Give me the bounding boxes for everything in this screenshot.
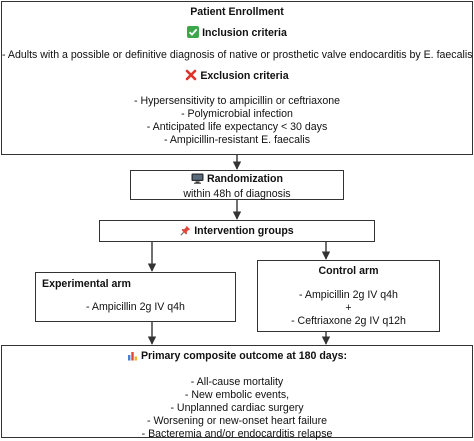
intervention-title: Intervention groups xyxy=(194,225,294,237)
enrollment-title: Patient Enrollment xyxy=(190,6,284,18)
inclusion-item: - Adults with a possible or definitive d… xyxy=(2,49,473,61)
outcome-item: - All-cause mortality xyxy=(190,376,284,388)
enrollment-box: Patient Enrollment Inclusion criteria - … xyxy=(1,1,473,155)
randomization-title: Randomization xyxy=(207,173,283,185)
bar-chart-icon xyxy=(126,350,138,365)
intervention-heading: Intervention groups xyxy=(100,225,374,240)
experimental-arm-title: Experimental arm xyxy=(42,278,131,290)
check-mark-icon xyxy=(187,26,200,42)
inclusion-heading: Inclusion criteria xyxy=(2,26,472,42)
control-arm-item: - Ceftriaxone 2g IV q12h xyxy=(291,315,406,327)
exclusion-title: Exclusion criteria xyxy=(200,70,289,82)
outcome-item: - New embolic events, xyxy=(184,389,290,401)
pushpin-icon xyxy=(180,225,191,240)
outcome-item: - Bacteremia and/or endocarditis relapse xyxy=(141,428,333,440)
exclusion-item: - Anticipated life expectancy < 30 days xyxy=(146,121,328,133)
exclusion-item: - Polymicrobial infection xyxy=(181,108,293,120)
intervention-box: Intervention groups xyxy=(99,220,375,242)
exclusion-item: - Hypersensitivity to ampicillin or ceft… xyxy=(133,95,341,107)
outcome-box: Primary composite outcome at 180 days: -… xyxy=(1,345,473,440)
randomization-heading: Randomization xyxy=(131,173,343,188)
exclusion-item: - Ampicillin-resistant E. faecalis xyxy=(163,134,310,146)
outcome-title: Primary composite outcome at 180 days: xyxy=(140,350,348,362)
control-arm-item: - Ampicillin 2g IV q4h xyxy=(299,289,398,301)
experimental-arm-box: Experimental arm - Ampicillin 2g IV q4h xyxy=(35,272,236,322)
control-arm-box: Control arm - Ampicillin 2g IV q4h + - C… xyxy=(257,260,440,332)
outcome-heading: Primary composite outcome at 180 days: xyxy=(2,350,472,365)
control-arm-plus: + xyxy=(345,302,352,314)
randomization-subtitle: within 48h of diagnosis xyxy=(183,188,291,200)
randomization-box: Randomization within 48h of diagnosis xyxy=(130,170,344,200)
control-arm-title: Control arm xyxy=(318,265,379,277)
outcome-item: - Worsening or new-onset heart failure xyxy=(147,415,327,427)
cross-mark-icon xyxy=(185,69,197,85)
experimental-arm-item: - Ampicillin 2g IV q4h xyxy=(86,301,185,313)
inclusion-title: Inclusion criteria xyxy=(202,27,287,39)
computer-monitor-icon xyxy=(191,173,204,188)
outcome-item: - Unplanned cardiac surgery xyxy=(170,402,304,414)
exclusion-heading: Exclusion criteria xyxy=(2,69,472,85)
